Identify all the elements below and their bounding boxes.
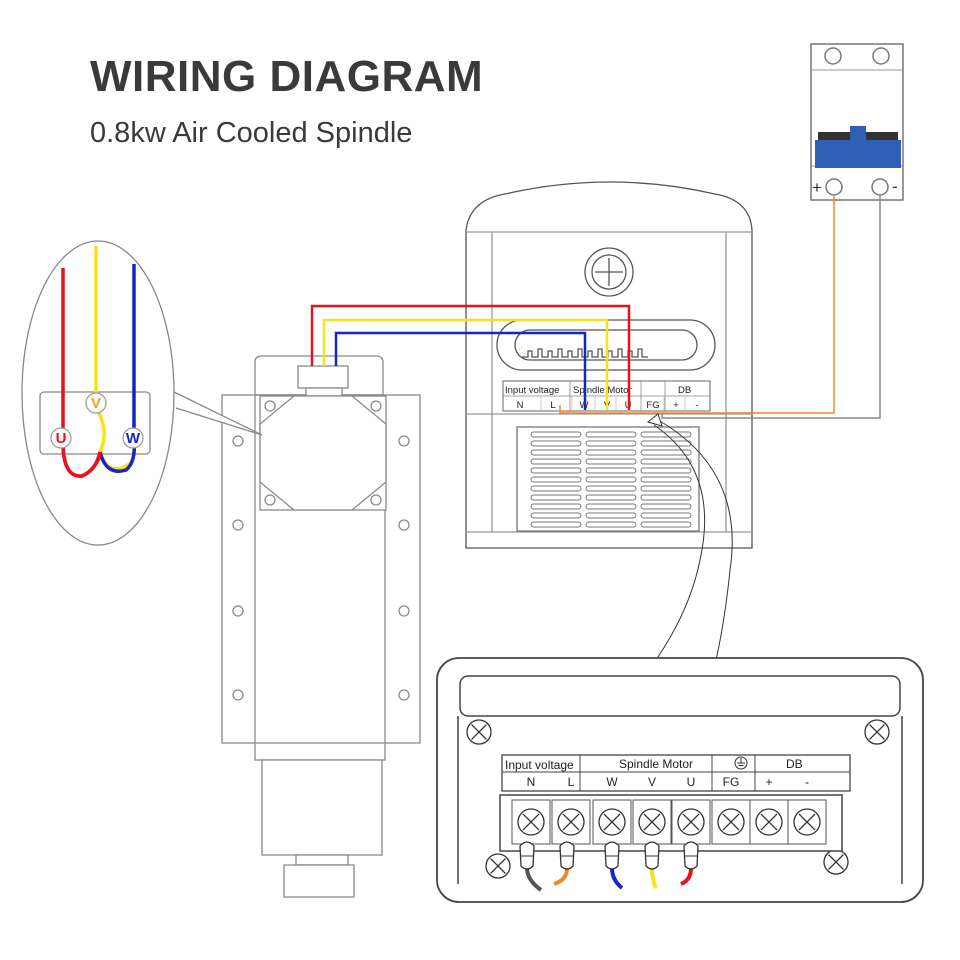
- zoom-terminal-label: -: [805, 775, 809, 789]
- wire-lug: [644, 841, 660, 889]
- motor-wiring-inset: U V W: [21, 240, 263, 546]
- vfd-group-spindle: Spindle Motor: [573, 385, 632, 396]
- zoom-group-input: Input voltage: [505, 758, 574, 772]
- inset-terminal-u: U: [50, 427, 72, 449]
- zoom-callout-lines: [646, 413, 733, 661]
- diagram-subtitle: 0.8kw Air Cooled Spindle: [90, 117, 413, 149]
- terminal-screw-icon: [793, 808, 821, 836]
- vfd-terminal-label: N: [517, 400, 524, 411]
- motor-to-vfd-wires: [310, 304, 631, 410]
- terminal-screw-icon: [755, 808, 783, 836]
- circuit-breaker: + -: [810, 43, 904, 201]
- terminal-screw-icon: [677, 808, 705, 836]
- terminal-screw-icon: [517, 808, 545, 836]
- diagram-title: WIRING DIAGRAM: [90, 52, 484, 101]
- zoom-group-spindle: Spindle Motor: [619, 757, 693, 771]
- terminal-screw-icon: [557, 808, 585, 836]
- wire-lug: [680, 841, 699, 886]
- breaker-minus-label: -: [892, 177, 898, 196]
- terminal-screw-icon: [638, 808, 666, 836]
- zoom-terminal-label: U: [687, 775, 696, 789]
- vfd-group-db: DB: [678, 385, 691, 396]
- breaker-to-vfd-wires: [559, 196, 881, 419]
- zoom-group-db: DB: [786, 757, 803, 771]
- terminal-screw-icon: [598, 808, 626, 836]
- breaker-plus-label: +: [812, 178, 822, 197]
- zoomed-terminal-panel: Input voltage Spindle Motor DB N L W V U FG + -: [436, 657, 924, 903]
- corner-screw-icon: [466, 719, 492, 745]
- fan-icon: [584, 247, 634, 297]
- svg-text:W: W: [126, 430, 141, 447]
- vfd-terminal-label: L: [550, 400, 555, 411]
- wire-lug: [604, 841, 624, 890]
- zoom-terminal-label: W: [606, 775, 618, 789]
- corner-screw-icon: [823, 849, 849, 875]
- wire-lug: [553, 841, 575, 886]
- zoom-terminal-label: FG: [723, 775, 740, 789]
- spindle-motor: [221, 355, 421, 898]
- zoom-terminal-label: +: [765, 775, 772, 789]
- corner-screw-icon: [485, 853, 511, 879]
- vfd-terminal-label: -: [695, 400, 698, 411]
- terminal-screw-icon: [717, 808, 745, 836]
- inset-terminal-w: W: [122, 427, 144, 449]
- zoom-terminal-label: V: [648, 775, 656, 789]
- vfd-terminal-label: +: [673, 400, 679, 411]
- inset-terminal-v: V: [85, 392, 107, 414]
- vfd-terminal-label: FG: [646, 400, 659, 411]
- wire-lug: [519, 841, 543, 892]
- svg-text:U: U: [56, 430, 67, 447]
- zoom-terminal-label: N: [527, 775, 536, 789]
- zoom-terminal-label: L: [568, 775, 575, 789]
- vfd-group-input: Input voltage: [505, 385, 559, 396]
- corner-screw-icon: [864, 719, 890, 745]
- vfd-drive: [465, 181, 753, 549]
- svg-text:V: V: [91, 395, 101, 412]
- ground-icon: [734, 756, 748, 770]
